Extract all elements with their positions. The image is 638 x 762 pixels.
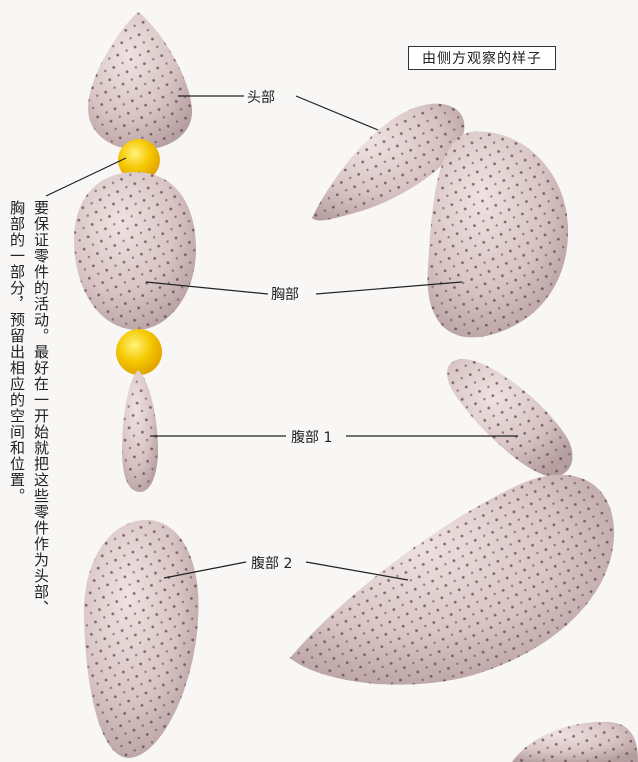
chest-piece (74, 172, 196, 330)
side-chest-piece (427, 131, 568, 337)
abdomen2-piece (84, 520, 199, 758)
side-abdomen2-piece (290, 475, 614, 685)
note-column-1: 要保证零件的活动。最好在一开始就把这些零件作为头部、 (31, 200, 51, 720)
abdomen1-callout: 腹部 1 (288, 427, 335, 447)
chest-callout: 胸部 (268, 284, 302, 304)
side-view-label: 由侧方观察的样子 (408, 46, 556, 70)
abdomen2-callout: 腹部 2 (248, 553, 295, 573)
waist-joint-ball (116, 329, 162, 375)
abdomen1-piece (122, 370, 158, 492)
head-callout: 头部 (244, 87, 278, 107)
head-side-leader-line (296, 96, 378, 130)
head-piece (88, 12, 192, 150)
note-column-2: 胸部的一部分，预留出相应的空间和位置。 (7, 200, 27, 560)
side-abdomen1-piece (447, 359, 572, 476)
partial-next-piece (512, 722, 638, 762)
